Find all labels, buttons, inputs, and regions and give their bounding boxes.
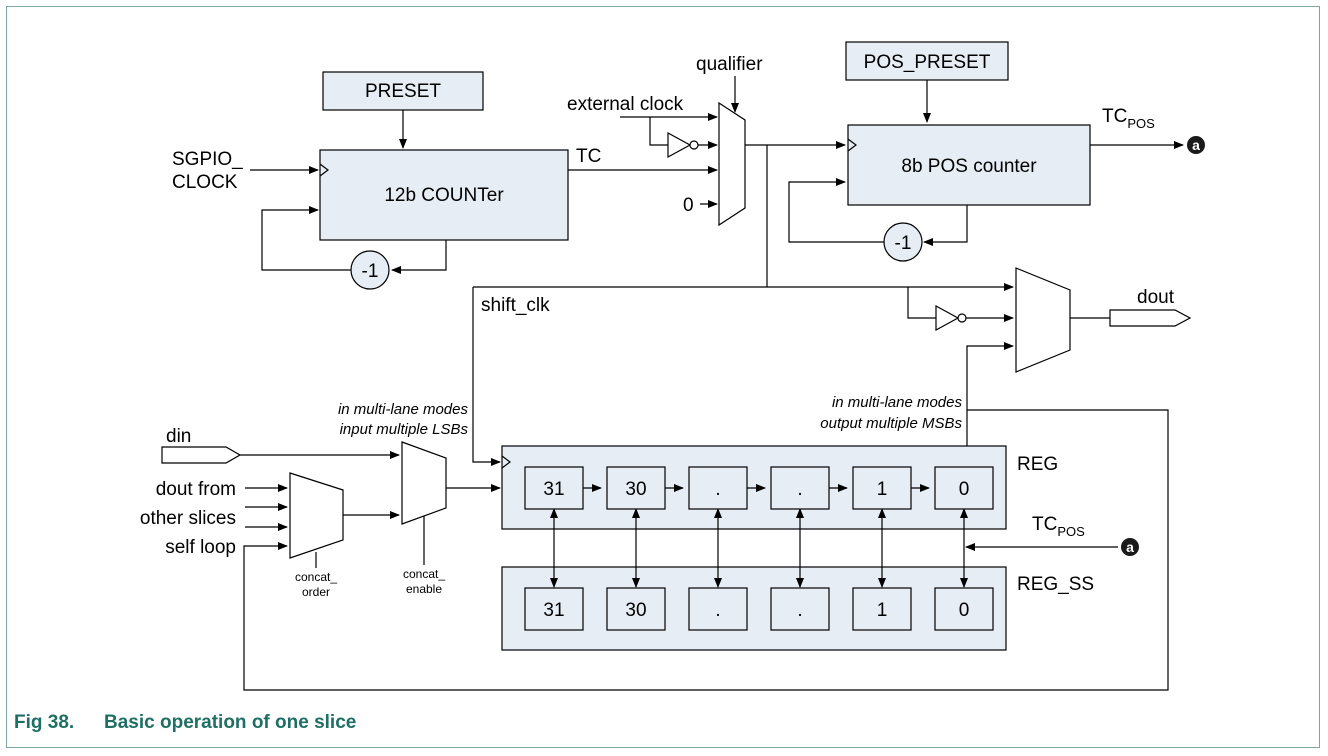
reg-ss-cell-label: 30 [625, 600, 646, 621]
reg-cell-label: 31 [543, 479, 564, 500]
multilane-input-note-2: input multiple LSBs [340, 421, 469, 438]
minus-one-left: -1 [362, 261, 379, 282]
pos-preset-label: POS_PRESET [864, 52, 991, 73]
multilane-input-note-1: in multi-lane modes [338, 401, 469, 418]
minus-one-right: -1 [895, 233, 912, 254]
concat-enable-label-1: concat_ [403, 567, 445, 581]
dout-from-label: dout from [156, 479, 236, 500]
multilane-output-note-1: in multi-lane modes [832, 394, 963, 411]
marker-a-out [1187, 136, 1205, 154]
tc-label: TC [576, 146, 601, 167]
preset-box [322, 71, 484, 111]
concat-enable-label-2: enable [406, 582, 442, 596]
clock-select-mux [718, 101, 746, 227]
reg-label: REG [1017, 454, 1058, 475]
marker-a-out-label: a [1192, 137, 1200, 153]
reg-ss-cell [934, 587, 994, 631]
dout-label: dout [1137, 287, 1175, 308]
reg-ss-label: REG_SS [1017, 574, 1094, 595]
output-mux [1015, 267, 1071, 373]
reg-ss-cell [688, 587, 748, 631]
reg-cell [688, 466, 748, 510]
reg-cell-label: 1 [877, 479, 888, 500]
self-loop-label: self loop [165, 537, 236, 558]
dout-inverter [935, 304, 960, 332]
din-port [161, 446, 242, 464]
dout-port [1109, 309, 1192, 327]
reg-ss-cell [606, 587, 666, 631]
reg-ss-cell-label: 0 [959, 600, 970, 621]
reg-ss-cell-label: . [797, 600, 802, 621]
preset-label: PRESET [365, 81, 441, 102]
pos-preset-box [845, 41, 1009, 81]
zero-input-label: 0 [683, 195, 694, 216]
figure-number: Fig 38. [14, 712, 75, 733]
multilane-output-note-2: output multiple MSBs [820, 415, 962, 432]
reg-ss-cell-label: . [715, 600, 720, 621]
shift-clk-label: shift_clk [481, 295, 550, 316]
tc-pos-label-top: TCPOS [1102, 106, 1155, 131]
reg-cell [606, 466, 666, 510]
concat-enable-mux [401, 441, 447, 525]
counter-12b-label: 12b COUNTer [384, 185, 504, 206]
concat-order-mux [289, 472, 344, 559]
figure-title: Basic operation of one slice [104, 712, 357, 733]
sgpio-clock-label-1: SGPIO_ [172, 149, 243, 170]
external-clock-label: external clock [567, 94, 684, 115]
tc-pos-label-bottom: TCPOS [1032, 514, 1085, 539]
reg-ss-cell-label: 1 [877, 600, 888, 621]
din-label: din [166, 426, 191, 447]
other-slices-label: other slices [140, 508, 236, 529]
reg-cell-label: . [715, 479, 720, 500]
reg-cell [770, 466, 830, 510]
sgpio-clock-label-2: CLOCK [172, 172, 238, 193]
reg-ss-cells: 31 30.. 1 0 [524, 587, 994, 631]
reg-cell-label: 30 [625, 479, 646, 500]
reg-cell-label: 0 [959, 479, 970, 500]
reg-cell [852, 466, 912, 510]
qualifier-label: qualifier [696, 54, 763, 75]
figure-caption: Fig 38. Basic operation of one slice [14, 712, 356, 734]
counter-12b-box [319, 149, 569, 241]
pos-counter-box [847, 124, 1091, 206]
reg-cell-label: . [797, 479, 802, 500]
reg-cell [934, 466, 994, 510]
reg-cell [524, 466, 584, 510]
reg-cells: 31 30.. 1 0 [524, 466, 994, 510]
reg-ss-cell [524, 587, 584, 631]
pos-counter-label: 8b POS counter [901, 156, 1037, 177]
reg-ss-cell [770, 587, 830, 631]
concat-order-label-2: order [302, 585, 330, 599]
ext-clock-inverter [667, 131, 692, 159]
reg-ss-cell-label: 31 [543, 600, 564, 621]
reg-ss-cell [852, 587, 912, 631]
concat-order-label-1: concat_ [295, 570, 337, 584]
reg-ss-block [501, 566, 1007, 651]
marker-a-in [1121, 538, 1139, 556]
marker-a-in-label: a [1126, 539, 1134, 555]
